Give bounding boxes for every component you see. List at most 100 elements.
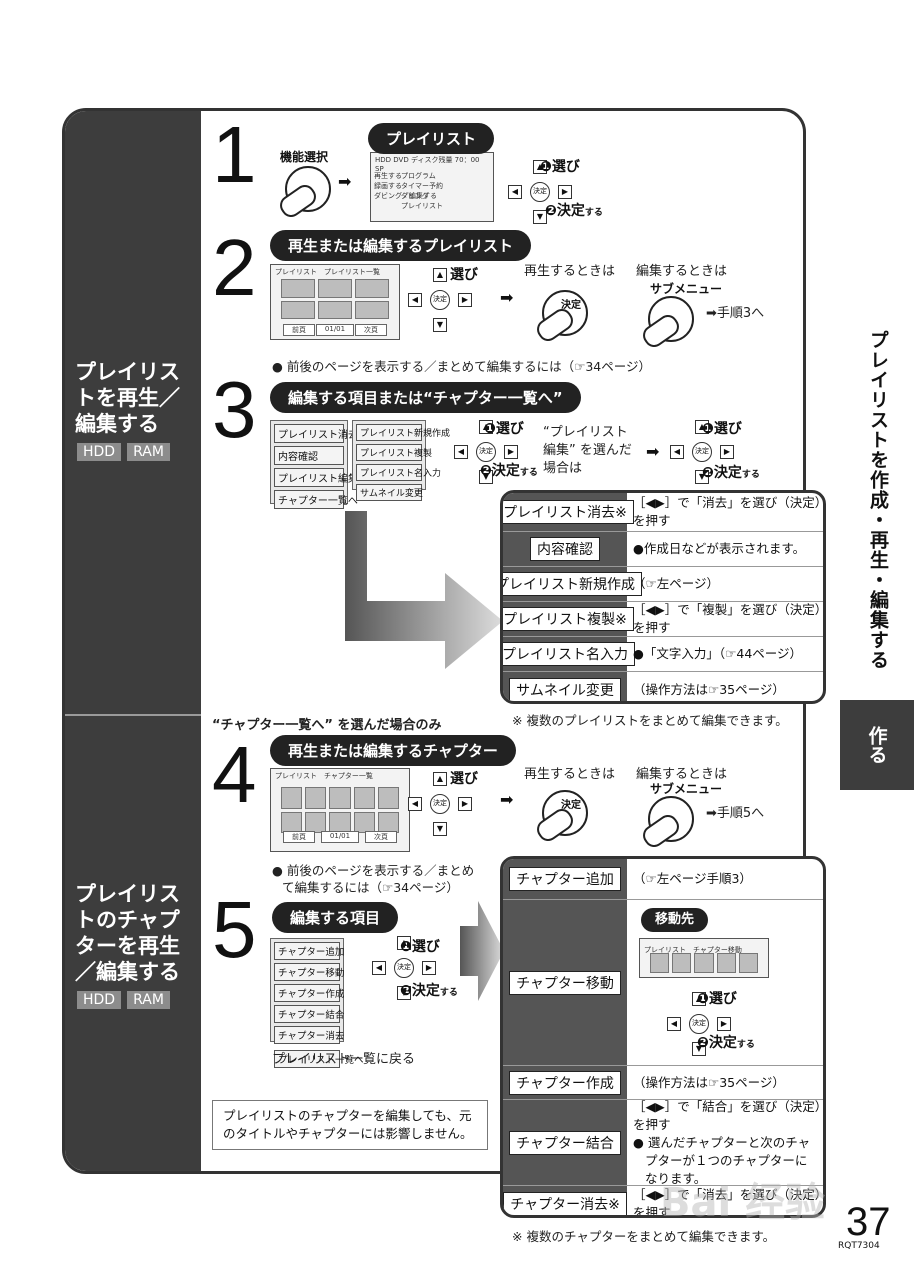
back-to-playlist-text: プレイリスト一覧に戻る <box>272 1052 416 1067</box>
step1-pill: プレイリスト <box>368 123 495 154</box>
menu-item[interactable]: チャプター消去 <box>274 1026 344 1044</box>
decide-label: ❷決定する <box>545 203 603 219</box>
table1-note: ※ 複数のプレイリストをまとめて編集できます。 <box>512 713 788 728</box>
badge-hdd: HDD <box>77 991 122 1009</box>
table-row: プレイリスト名入力●「文字入力」（☞44ページ） <box>503 636 823 671</box>
dpad-icon[interactable]: ▲◀ ▶▼ 決定 <box>408 772 472 836</box>
select-label: ❶選び <box>400 939 440 955</box>
step-number-5: 5 <box>212 885 257 974</box>
menu-item[interactable]: プレイリスト消去 <box>274 424 358 443</box>
menu-item: ダビング／編集する <box>374 192 437 200</box>
chapter-move-screen: プレイリスト チャプター移動 <box>639 938 769 978</box>
step5-pill: 編集する項目 <box>272 902 399 933</box>
section-badges-playlist: HDD RAM <box>77 443 170 461</box>
screen-title: プレイリスト プレイリスト一覧 <box>275 268 380 276</box>
screen-title: プレイリスト チャプター一覧 <box>275 772 373 780</box>
submenu-key-label: サブメニュー <box>650 782 723 796</box>
section-title-chapter: プレイリストのチャプターを再生／編集する <box>75 882 180 984</box>
menu-item[interactable]: プレイリスト一覧へ <box>274 1050 364 1068</box>
step2-pill: 再生または編集するプレイリスト <box>270 230 532 261</box>
dpad-icon[interactable]: ▲◀ ▶▼ 決定 <box>408 268 472 332</box>
badge-hdd: HDD <box>77 443 122 461</box>
chapter-edit-menu: チャプター追加 チャプター移動 チャプター作成 チャプター結合 チャプター消去 … <box>270 938 364 1068</box>
table-row: プレイリスト新規作成（☞左ページ） <box>503 566 823 601</box>
table2-note: ※ 複数のチャプターをまとめて編集できます。 <box>512 1229 776 1244</box>
menu-item[interactable]: チャプター一覧へ <box>274 490 358 509</box>
arrow-right-icon: ➡ <box>338 172 352 191</box>
table-row: プレイリスト消去※［◀▶］で「消去」を選び（決定）を押す <box>503 493 823 531</box>
select-label: ❶選び <box>540 159 580 175</box>
menu-item[interactable]: プレイリスト複製 <box>356 444 432 461</box>
chapter-only-heading: “チャプター一覧へ” を選んだ場合のみ <box>212 718 442 733</box>
section-badges-chapter: HDD RAM <box>77 991 170 1009</box>
edit-menu-left: プレイリスト消去 内容確認 プレイリスト編集 チャプター一覧へ <box>270 420 358 509</box>
menu-item: プログラム <box>401 172 436 180</box>
menu-item[interactable]: プレイリスト名入力 <box>356 464 441 481</box>
big-arrow-icon <box>345 511 503 669</box>
menu-item: 再生する <box>374 172 402 180</box>
menu-item[interactable]: チャプター結合 <box>274 1005 344 1023</box>
select-label: ❶選び <box>702 421 742 437</box>
submenu-key-label: サブメニュー <box>650 282 723 296</box>
menu-item: プレイリスト <box>401 202 443 210</box>
goto-step3-text: ➡手順3へ <box>706 306 765 321</box>
menu-item[interactable]: 内容確認 <box>274 446 344 465</box>
screen-header: HDD DVD ディスク残量 70：00 SP <box>375 156 480 173</box>
watermark: Bai 经验 <box>660 1180 826 1226</box>
menu-item[interactable]: チャプター追加 <box>274 942 344 960</box>
decide-label: ❷決定する <box>697 1035 755 1051</box>
menu-item[interactable]: サムネイル変更 <box>356 484 423 501</box>
decide-button-hand-icon[interactable] <box>542 290 588 336</box>
table-row: サムネイル変更（操作方法は☞35ページ） <box>503 671 823 701</box>
select-label: 選び <box>450 267 478 283</box>
dpad-icon[interactable]: ▲◀ ▶▼ 決定 <box>454 420 518 484</box>
section-tab: 作る <box>840 700 914 790</box>
decide-key-label: 決定 <box>561 300 581 311</box>
select-label: ❶選び <box>697 991 737 1007</box>
sidebar-divider <box>65 714 201 716</box>
page-note: て編集するには（☞34ページ） <box>282 880 459 895</box>
step-number-4: 4 <box>212 730 257 819</box>
arrow-right-icon: ➡ <box>500 790 514 809</box>
step3-pill: 編集する項目または“チャプター一覧へ” <box>270 382 581 413</box>
step-number-3: 3 <box>212 365 257 454</box>
page-code: RQT7304 <box>838 1241 880 1251</box>
edit-menu-right: プレイリスト新規作成 プレイリスト複製 プレイリスト名入力 サムネイル変更 <box>352 420 450 501</box>
step4-pill: 再生または編集するチャプター <box>270 735 516 766</box>
play-when-text: 再生するときは <box>524 264 616 279</box>
edit-when-text: 編集するときは <box>636 767 728 782</box>
move-dest-pill: 移動先 <box>641 908 709 932</box>
chapter-edit-table: チャプター追加（☞左ページ手順3） チャプター移動 移動先 プレイリスト チャプ… <box>500 856 826 1218</box>
dpad-icon[interactable]: ▲◀ ▶▼ 決定 <box>372 936 436 1000</box>
chapter-side-title: プレイリストを作成・再生・編集する <box>867 330 889 670</box>
menu-item[interactable]: チャプター作成 <box>274 984 344 1002</box>
page-note: ● 前後のページを表示する／まとめ <box>272 863 475 878</box>
submenu-hand-icon[interactable] <box>648 296 694 342</box>
function-select-label: 機能選択 <box>280 150 329 164</box>
menu-item[interactable]: チャプター移動 <box>274 963 344 981</box>
select-label: 選び <box>450 771 478 787</box>
select-label: ❶選び <box>484 421 524 437</box>
page-note: ● 前後のページを表示する／まとめて編集するには（☞34ページ） <box>272 359 651 374</box>
dpad-icon[interactable]: ▲◀ ▶▼ 決定 <box>670 420 734 484</box>
hand-press-icon[interactable] <box>285 166 331 212</box>
step-number-2: 2 <box>212 223 257 312</box>
menu-item: タイマー予約 <box>401 182 443 190</box>
table-row: チャプター移動 移動先 プレイリスト チャプター移動 ▲◀ ▶▼ 決定 ❶選び … <box>503 899 823 1065</box>
dpad-icon[interactable]: ▲◀ ▶▼ 決定 <box>508 160 572 224</box>
big-arrow-step5-icon <box>460 901 504 1001</box>
table-row: 内容確認●作成日などが表示されます。 <box>503 531 823 566</box>
arrow-right-icon: ➡ <box>500 288 514 307</box>
menu-item: ダビング <box>401 192 429 200</box>
menu-item[interactable]: プレイリスト新規作成 <box>356 424 450 441</box>
info-box: プレイリストのチャプターを編集しても、元のタイトルやチャプターには影響しません。 <box>212 1100 488 1150</box>
table-row: チャプター結合 ［◀▶］で「結合」を選び（決定）を押す● 選んだチャプターと次の… <box>503 1099 823 1186</box>
dpad-icon[interactable]: ▲◀ ▶▼ 決定 <box>667 992 731 1056</box>
submenu-hand-icon[interactable] <box>648 796 694 842</box>
decide-button-hand-icon[interactable] <box>542 790 588 836</box>
menu-item[interactable]: プレイリスト編集 <box>274 468 358 487</box>
page-number: 37 <box>846 1200 891 1244</box>
playlist-edit-note: “プレイリスト編集” を選んだ場合は <box>543 425 632 476</box>
